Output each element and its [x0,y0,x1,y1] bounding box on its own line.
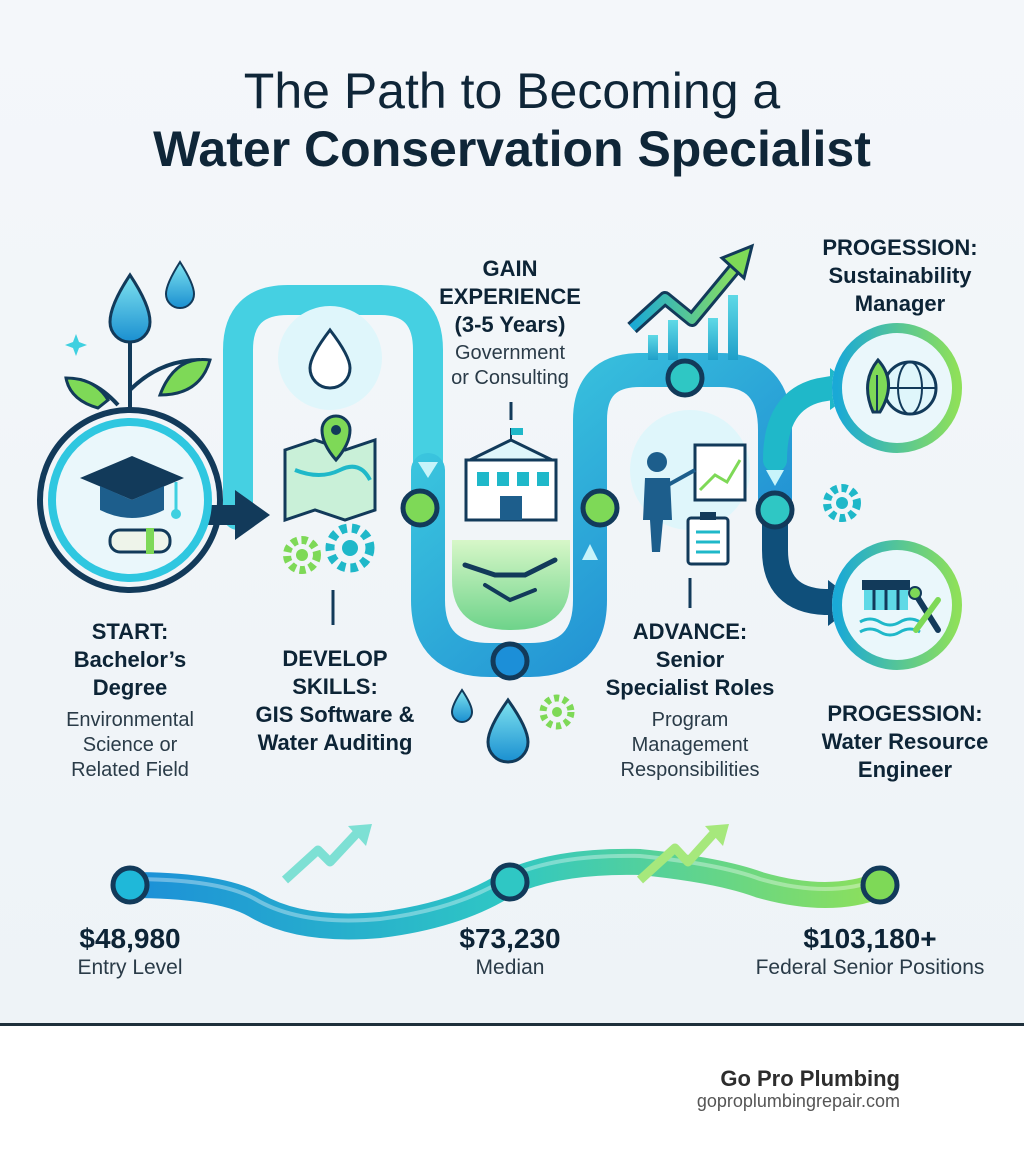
node-top [665,358,705,398]
clipboard-icon [686,512,730,566]
progression-sustainability-heading: PROGESSION: Sustainability Manager [822,235,978,316]
gear-icon [823,484,861,522]
node-experience [580,488,620,528]
salary-wave [110,824,900,940]
engineer-icon [832,540,962,670]
arrow-down-2 [766,470,784,486]
dam-icon [859,580,921,637]
footer-url: goproplumbingrepair.com [696,1091,900,1111]
salary-node-senior [860,865,900,905]
advance-detail: Program Management Responsibilities [620,709,760,781]
experience-icon [452,402,570,630]
start-detail: Environmental Science or Related Field [66,709,194,781]
water-drop-icon [486,697,530,764]
experience-detail: Government or Consulting [451,342,569,389]
footer-divider [0,1023,1024,1026]
rising-arrow-icon [636,824,729,884]
salary-node-entry [110,865,150,905]
gear-icon [325,523,375,573]
salary-entry-amount: $48,980 [79,923,181,954]
career-path-graphic [37,243,962,940]
graduation-cap-icon [80,456,184,519]
path-branch-lower [762,497,845,615]
experience-heading: GAIN EXPERIENCE (3-5 Years) [439,256,581,337]
handshake-icon [452,540,570,630]
title-line-1: The Path to Becoming a [243,63,781,119]
path-branch-upper [763,376,844,472]
leaf-icon [157,357,212,397]
salary-senior-amount: $103,180+ [803,923,937,954]
salary-node-median [490,862,530,902]
start-icon [37,260,223,593]
bottom-decor [450,688,575,764]
node-bottom [490,641,530,681]
sustainability-icon [832,323,962,453]
footer-brand: Go Pro Plumbing [720,1066,900,1091]
building-icon [464,428,558,522]
develop-icon [278,306,382,625]
arrow-down-1 [418,462,438,478]
node-advance [755,490,795,530]
map-icon [283,414,377,523]
salary-median-label: Median [475,956,545,979]
wrench-icon [908,586,941,633]
water-drop-icon [164,260,196,309]
presenter-icon [643,443,747,552]
rising-arrow-icon [281,824,372,884]
rising-chart-icon [627,243,755,360]
path-start-to-develop [223,285,443,530]
sparkle-icon [65,334,87,356]
leaf-icon [64,376,110,410]
path-develop-to-experience [411,353,792,677]
path-nodes [400,358,795,681]
map-pin-icon [320,414,352,463]
title-line-2: Water Conservation Specialist [153,121,871,177]
water-drop-icon [108,272,152,344]
diploma-icon [108,528,172,554]
develop-heading: DEVELOP SKILLS: GIS Software & Water Aud… [255,646,415,755]
start-heading: START: Bachelor’s Degree [73,619,187,700]
salary-entry-label: Entry Level [77,956,183,979]
node-develop [400,488,440,528]
advance-icon [627,243,861,608]
advance-heading: ADVANCE: Senior Specialist Roles [605,619,775,700]
sprout-icon [64,260,212,410]
infographic: The Path to Becoming a Water Conservatio… [0,0,1024,1024]
progression-engineer-heading: PROGESSION: Water Resource Engineer [821,701,989,782]
gear-icon [539,694,575,730]
water-drop-icon [450,688,474,723]
salary-median-amount: $73,230 [459,923,561,954]
arrow-up-1 [582,544,598,560]
globe-leaf-icon [866,357,938,416]
gear-icon [283,536,321,574]
salary-senior-label: Federal Senior Positions [755,956,985,979]
